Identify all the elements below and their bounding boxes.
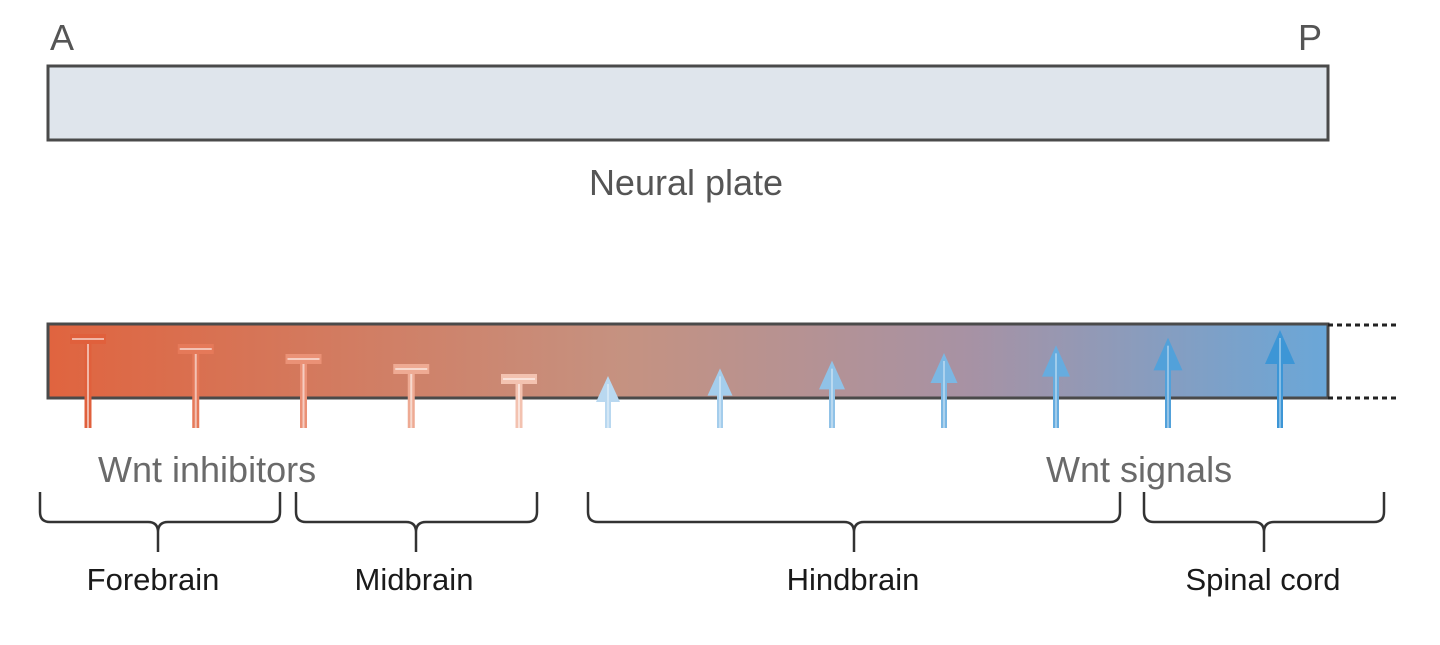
anterior-label: A	[50, 17, 74, 58]
region-label-spinal-cord: Spinal cord	[1185, 562, 1340, 597]
wnt-signal-arrow	[930, 353, 958, 428]
region-label-midbrain: Midbrain	[355, 562, 474, 597]
wnt-inhibitors-label: Wnt inhibitors	[98, 449, 316, 490]
neural-plate-bar	[46, 64, 1330, 142]
region-label-forebrain: Forebrain	[87, 562, 220, 597]
wnt-inhibitor-marker	[285, 354, 322, 428]
forebrain-brace	[38, 492, 282, 552]
neural-plate-label: Neural plate	[589, 162, 783, 203]
wnt-signal-arrow	[1153, 337, 1183, 428]
wnt-inhibitor-marker	[177, 344, 214, 428]
wnt-signal-arrow	[596, 376, 620, 428]
wnt-inhibitor-marker	[70, 334, 106, 428]
wnt-inhibitor-marker	[501, 374, 537, 428]
wnt-inhibitor-markers	[52, 334, 537, 431]
wnt-gradient-bar	[46, 322, 1330, 400]
wnt-signal-arrow	[707, 368, 733, 428]
posterior-label: P	[1298, 17, 1322, 58]
wnt-signals-label: Wnt signals	[1046, 449, 1232, 490]
wnt-signal-markers	[596, 330, 1322, 431]
wnt-signal-arrow	[1265, 330, 1295, 428]
hindbrain-brace	[586, 492, 1122, 552]
spinal-cord-brace	[1142, 492, 1386, 552]
wnt-signal-arrow	[1042, 345, 1070, 428]
wnt-signal-arrow	[819, 360, 845, 428]
midbrain-brace	[294, 492, 539, 552]
region-label-hindbrain: Hindbrain	[787, 562, 920, 597]
wnt-inhibitor-marker	[393, 364, 430, 428]
